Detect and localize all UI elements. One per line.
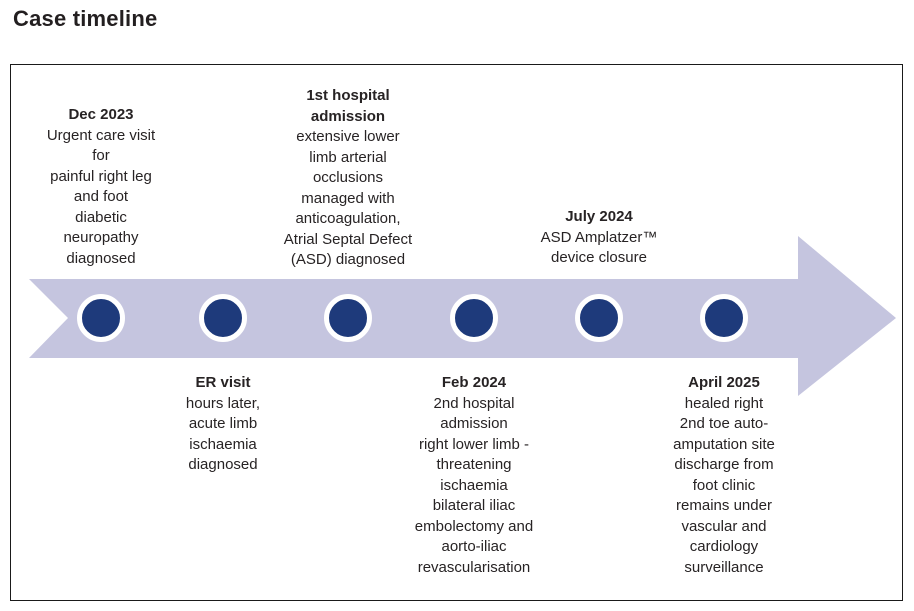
event-body-line: diabetic (75, 208, 127, 226)
event-heading-line: Dec 2023 (68, 106, 134, 123)
event-body-line: acute limb (188, 415, 258, 432)
event-body-line: painful right leg (50, 167, 152, 185)
event-body-line: neuropathy (63, 229, 139, 246)
page-title: Case timeline (13, 6, 158, 31)
event-body-line: managed with (301, 189, 395, 207)
event-body-line: and foot (73, 188, 129, 205)
event-body-line: anticoagulation, (295, 210, 401, 227)
event-body-line: cardiology (689, 538, 759, 555)
event-body-line: revascularisation (417, 558, 531, 576)
event-body-line: ischaemia (440, 476, 508, 494)
event-body-line: limb arterial (309, 148, 387, 166)
event-first-hospital-admission: 1st hospital admission extensive lower limb… (284, 86, 412, 271)
event-body-line: remains under (676, 497, 772, 514)
event-feb-2024: Feb 2024 2nd hospital admission right lower… (415, 373, 533, 578)
event-body-line: threatening (436, 456, 512, 473)
event-heading-line: Feb 2024 (441, 374, 507, 391)
event-heading-line: April 2025 (688, 374, 760, 391)
event-body-line: device closure (551, 249, 647, 266)
event-body-line: aorto-iliac (441, 538, 507, 555)
timeline-node-dec-2023 (77, 294, 125, 342)
event-body-line: amputation site (673, 435, 775, 453)
event-body-line: diagnosed (66, 249, 136, 267)
event-heading-line: 1st hospital (306, 87, 390, 104)
event-body-line: admission (440, 415, 508, 432)
timeline-node-feb-2024 (450, 294, 498, 342)
event-heading-line: ER visit (195, 374, 251, 391)
event-body-line: ASD Amplatzer™ (540, 228, 658, 246)
timeline-node-april-2025 (700, 294, 748, 342)
event-body-line: right lower limb - (418, 435, 530, 453)
event-body-line: vascular and (681, 517, 767, 535)
timeline-node-july-2024 (575, 294, 623, 342)
event-body-line: foot clinic (692, 476, 756, 494)
event-body-line: Urgent care visit (46, 126, 156, 144)
event-er-visit: ER visit hours later, acute limb ischaemia d… (186, 373, 260, 476)
event-body-line: hours later, (185, 394, 261, 412)
timeline-node-er-visit (199, 294, 247, 342)
event-body-line: surveillance (684, 558, 764, 576)
event-body-line: discharge from (674, 456, 774, 473)
event-body-line: (ASD) diagnosed (290, 251, 406, 268)
event-body-line: bilateral iliac (432, 497, 516, 514)
event-body-line: ischaemia (189, 435, 257, 453)
event-heading-line: admission (310, 107, 386, 125)
event-april-2025: April 2025 healed right 2nd toe auto-amput… (673, 373, 775, 578)
event-heading-line: July 2024 (565, 208, 633, 225)
event-body-line: 2nd hospital (433, 394, 515, 412)
event-body-line: diagnosed (188, 456, 258, 473)
event-body-line: extensive lower (296, 128, 400, 145)
event-body-line: 2nd toe auto- (679, 415, 769, 432)
event-body-line: for (92, 147, 110, 164)
event-body-line: occlusions (312, 169, 384, 186)
timeline-node-first-hospital-admission (324, 294, 372, 342)
event-body-line: embolectomy and (414, 517, 534, 535)
event-body-line: Atrial Septal Defect (283, 230, 413, 248)
event-body-line: healed right (684, 394, 764, 412)
